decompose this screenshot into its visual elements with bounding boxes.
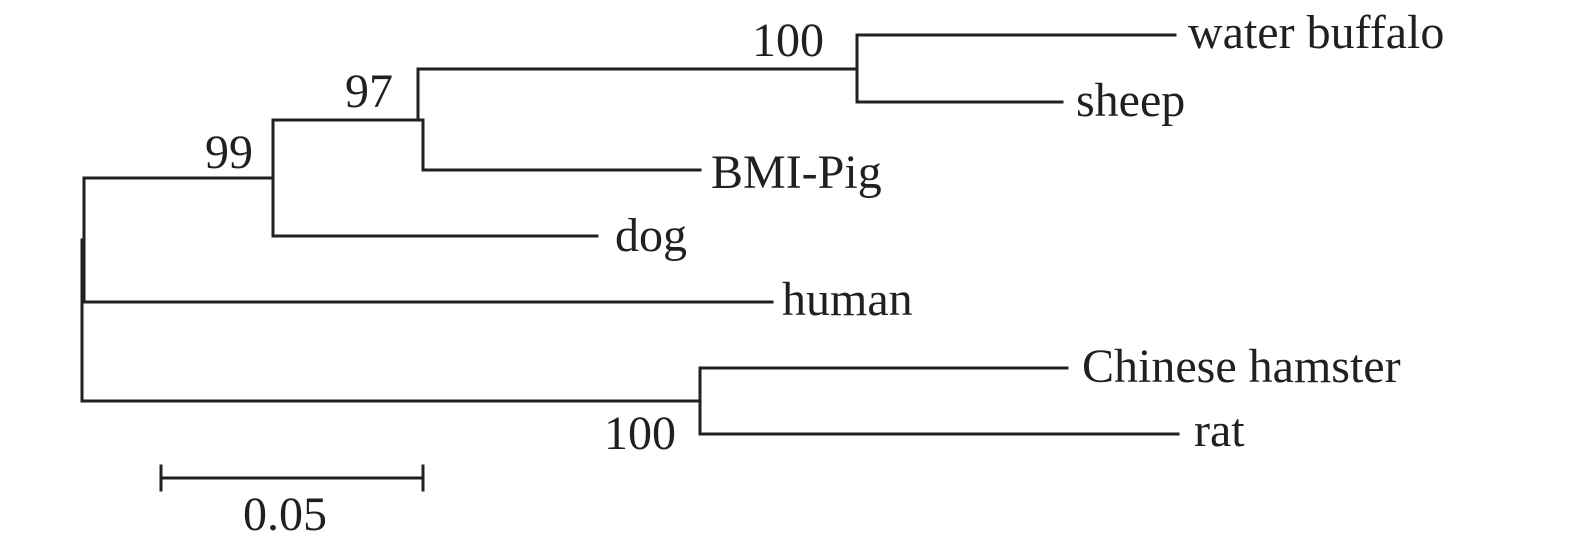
support-label-laurasiatheria: 99 bbox=[205, 126, 253, 179]
taxon-label-rat: rat bbox=[1194, 404, 1245, 457]
taxon-label-sheep: sheep bbox=[1076, 74, 1185, 127]
taxon-label-dog: dog bbox=[615, 209, 687, 262]
taxon-label-bmi-pig: BMI-Pig bbox=[711, 146, 882, 199]
support-label-ruminants-pig: 97 bbox=[345, 65, 393, 118]
support-labels: 100 97 99 100 bbox=[205, 14, 824, 460]
scale-bar: 0.05 bbox=[159, 464, 425, 541]
taxon-label-human: human bbox=[782, 273, 913, 326]
taxon-label-chinese-hamster: Chinese hamster bbox=[1082, 340, 1401, 393]
taxon-label-water-buffalo: water buffalo bbox=[1188, 6, 1444, 59]
taxon-labels: water buffalo sheep BMI-Pig dog human Ch… bbox=[615, 6, 1444, 457]
tree-branches bbox=[80, 33, 1180, 436]
scale-bar-label: 0.05 bbox=[243, 488, 327, 541]
support-label-ruminants: 100 bbox=[752, 14, 824, 67]
support-label-rodents: 100 bbox=[604, 407, 676, 460]
